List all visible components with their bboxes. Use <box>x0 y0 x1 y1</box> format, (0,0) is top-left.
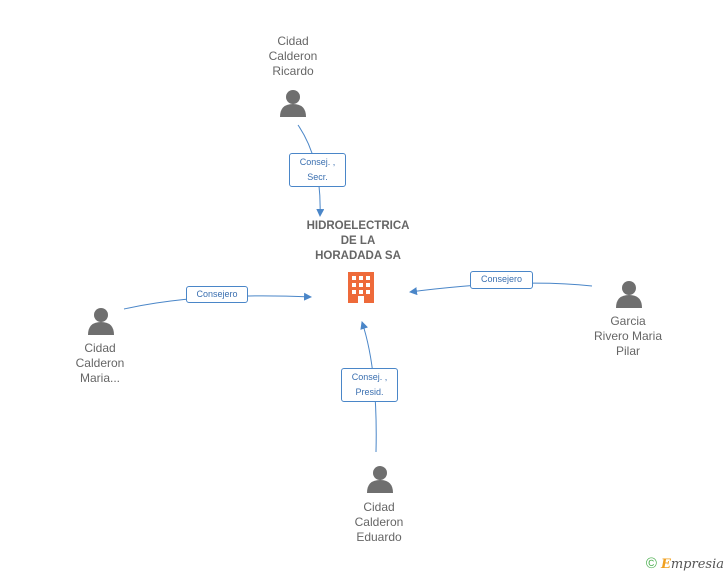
person-name-line: Maria... <box>79 371 120 385</box>
company-name-line: HIDROELECTRICA <box>306 220 410 232</box>
person-name-line: Calderon <box>354 515 404 529</box>
person-name-line: Calderon <box>268 49 318 63</box>
building-icon <box>348 272 374 303</box>
person-name-line: Pilar <box>615 344 640 358</box>
company-name-line: DE LA <box>340 235 376 247</box>
company-name[interactable]: HIDROELECTRICA DE LA HORADADA SA <box>298 219 418 264</box>
person-name-line: Calderon <box>75 356 125 370</box>
person-name-line: Cidad <box>277 34 309 48</box>
person-name-maria[interactable]: Cidad Calderon Maria... <box>55 341 145 386</box>
person-name-line: Eduardo <box>356 530 402 544</box>
person-name-ricardo[interactable]: Cidad Calderon Ricardo <box>248 34 338 79</box>
brand-name: mpresia <box>670 557 724 572</box>
person-name-line: Garcia <box>610 314 646 328</box>
role-label-eduardo: Consej. , Presid. <box>341 368 398 402</box>
person-icon-maria <box>88 308 114 335</box>
person-name-eduardo[interactable]: Cidad Calderon Eduardo <box>334 500 424 545</box>
brand-logo[interactable]: ©Empresia <box>646 555 724 572</box>
person-icon-eduardo <box>367 466 393 493</box>
person-name-line: Ricardo <box>272 64 314 78</box>
person-name-line: Cidad <box>84 341 116 355</box>
role-label-maria: Consejero <box>186 286 248 303</box>
person-name-line: Rivero Maria <box>593 329 662 343</box>
role-label-ricardo: Consej. , Secr. <box>289 153 346 187</box>
brand-name-initial: E <box>660 557 671 572</box>
role-label-line: Secr. <box>307 172 328 182</box>
person-name-line: Cidad <box>363 500 395 514</box>
role-label-line: Consejero <box>196 289 238 299</box>
role-label-line: Consej. , <box>299 157 336 167</box>
company-name-line: HORADADA SA <box>315 250 401 262</box>
copyright-icon: © <box>645 555 657 572</box>
person-name-garcia[interactable]: Garcia Rivero Maria Pilar <box>578 314 678 359</box>
role-label-line: Consej. , <box>351 372 388 382</box>
role-label-line: Presid. <box>355 387 384 397</box>
role-label-garcia: Consejero <box>470 271 533 289</box>
person-icon-ricardo <box>280 90 306 117</box>
person-icon-garcia <box>616 281 642 308</box>
role-label-line: Consejero <box>480 274 523 284</box>
